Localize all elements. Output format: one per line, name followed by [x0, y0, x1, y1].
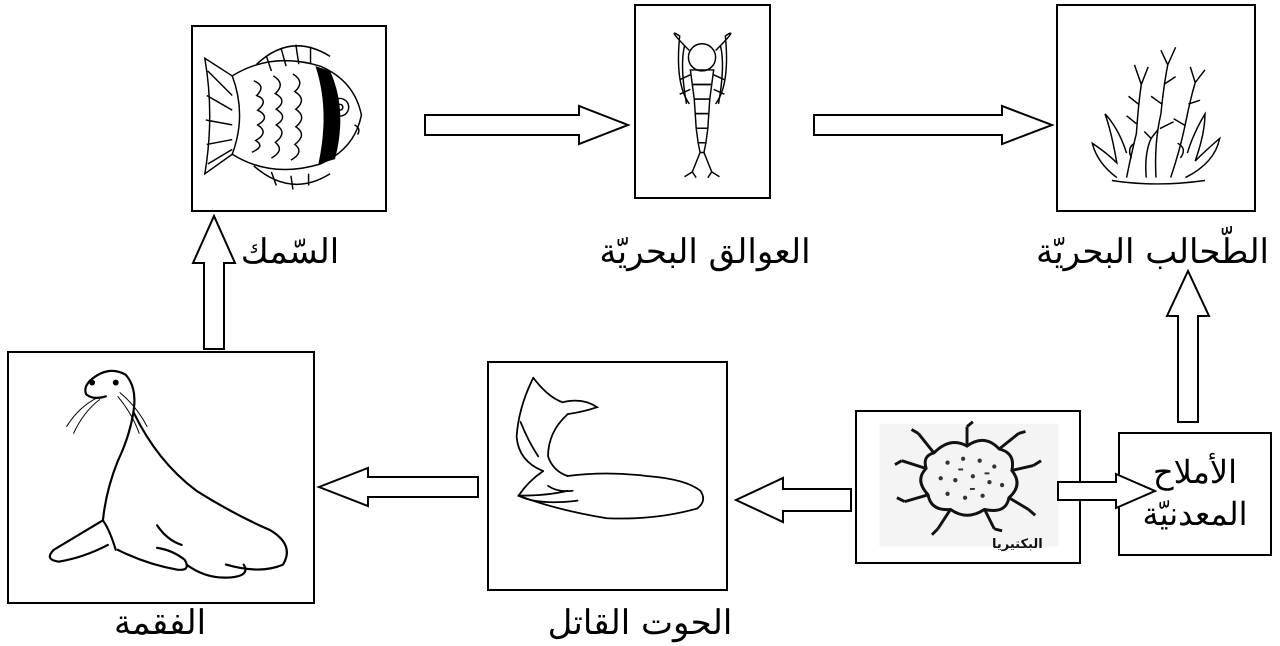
seal-icon — [48, 369, 288, 579]
fish-icon — [203, 44, 363, 190]
seal-label: الفقمة — [113, 603, 207, 643]
fish-node — [191, 25, 387, 212]
arrow-fish-to-zooplankton — [424, 104, 631, 146]
arrow-minerals-to-algae — [1165, 268, 1211, 423]
fish-label: السّمك — [240, 232, 340, 272]
minerals-label-line2: المعدنيّة — [1142, 495, 1248, 533]
bacteria-node — [855, 410, 1081, 564]
zooplankton-icon — [673, 32, 732, 179]
zooplankton-node — [634, 4, 771, 199]
bacteria-icon — [879, 420, 1059, 547]
whale-node — [487, 361, 728, 591]
arrow-bacteria-to-whale — [733, 476, 852, 524]
seal-node — [7, 351, 315, 604]
arrow-whale-to-seal — [316, 466, 479, 508]
arrow-zooplankton-to-algae — [813, 104, 1055, 146]
arrow-seal-to-fish — [191, 213, 237, 350]
zooplankton-label: العوالق البحريّة — [599, 232, 811, 272]
bacteria-label: البكتيريا — [992, 537, 1043, 552]
minerals-label-line1: الأملاح — [1152, 453, 1238, 492]
whale-icon — [515, 376, 705, 520]
algae-node — [1056, 4, 1256, 212]
arrow-bacteria-to-minerals — [1057, 472, 1158, 510]
minerals-label: الأملاح المعدنيّة — [1118, 432, 1272, 556]
algae-label: الطّحالب البحريّة — [1035, 232, 1270, 272]
seaweed-icon — [1091, 46, 1221, 185]
whale-label: الحوت القاتل — [547, 603, 733, 643]
